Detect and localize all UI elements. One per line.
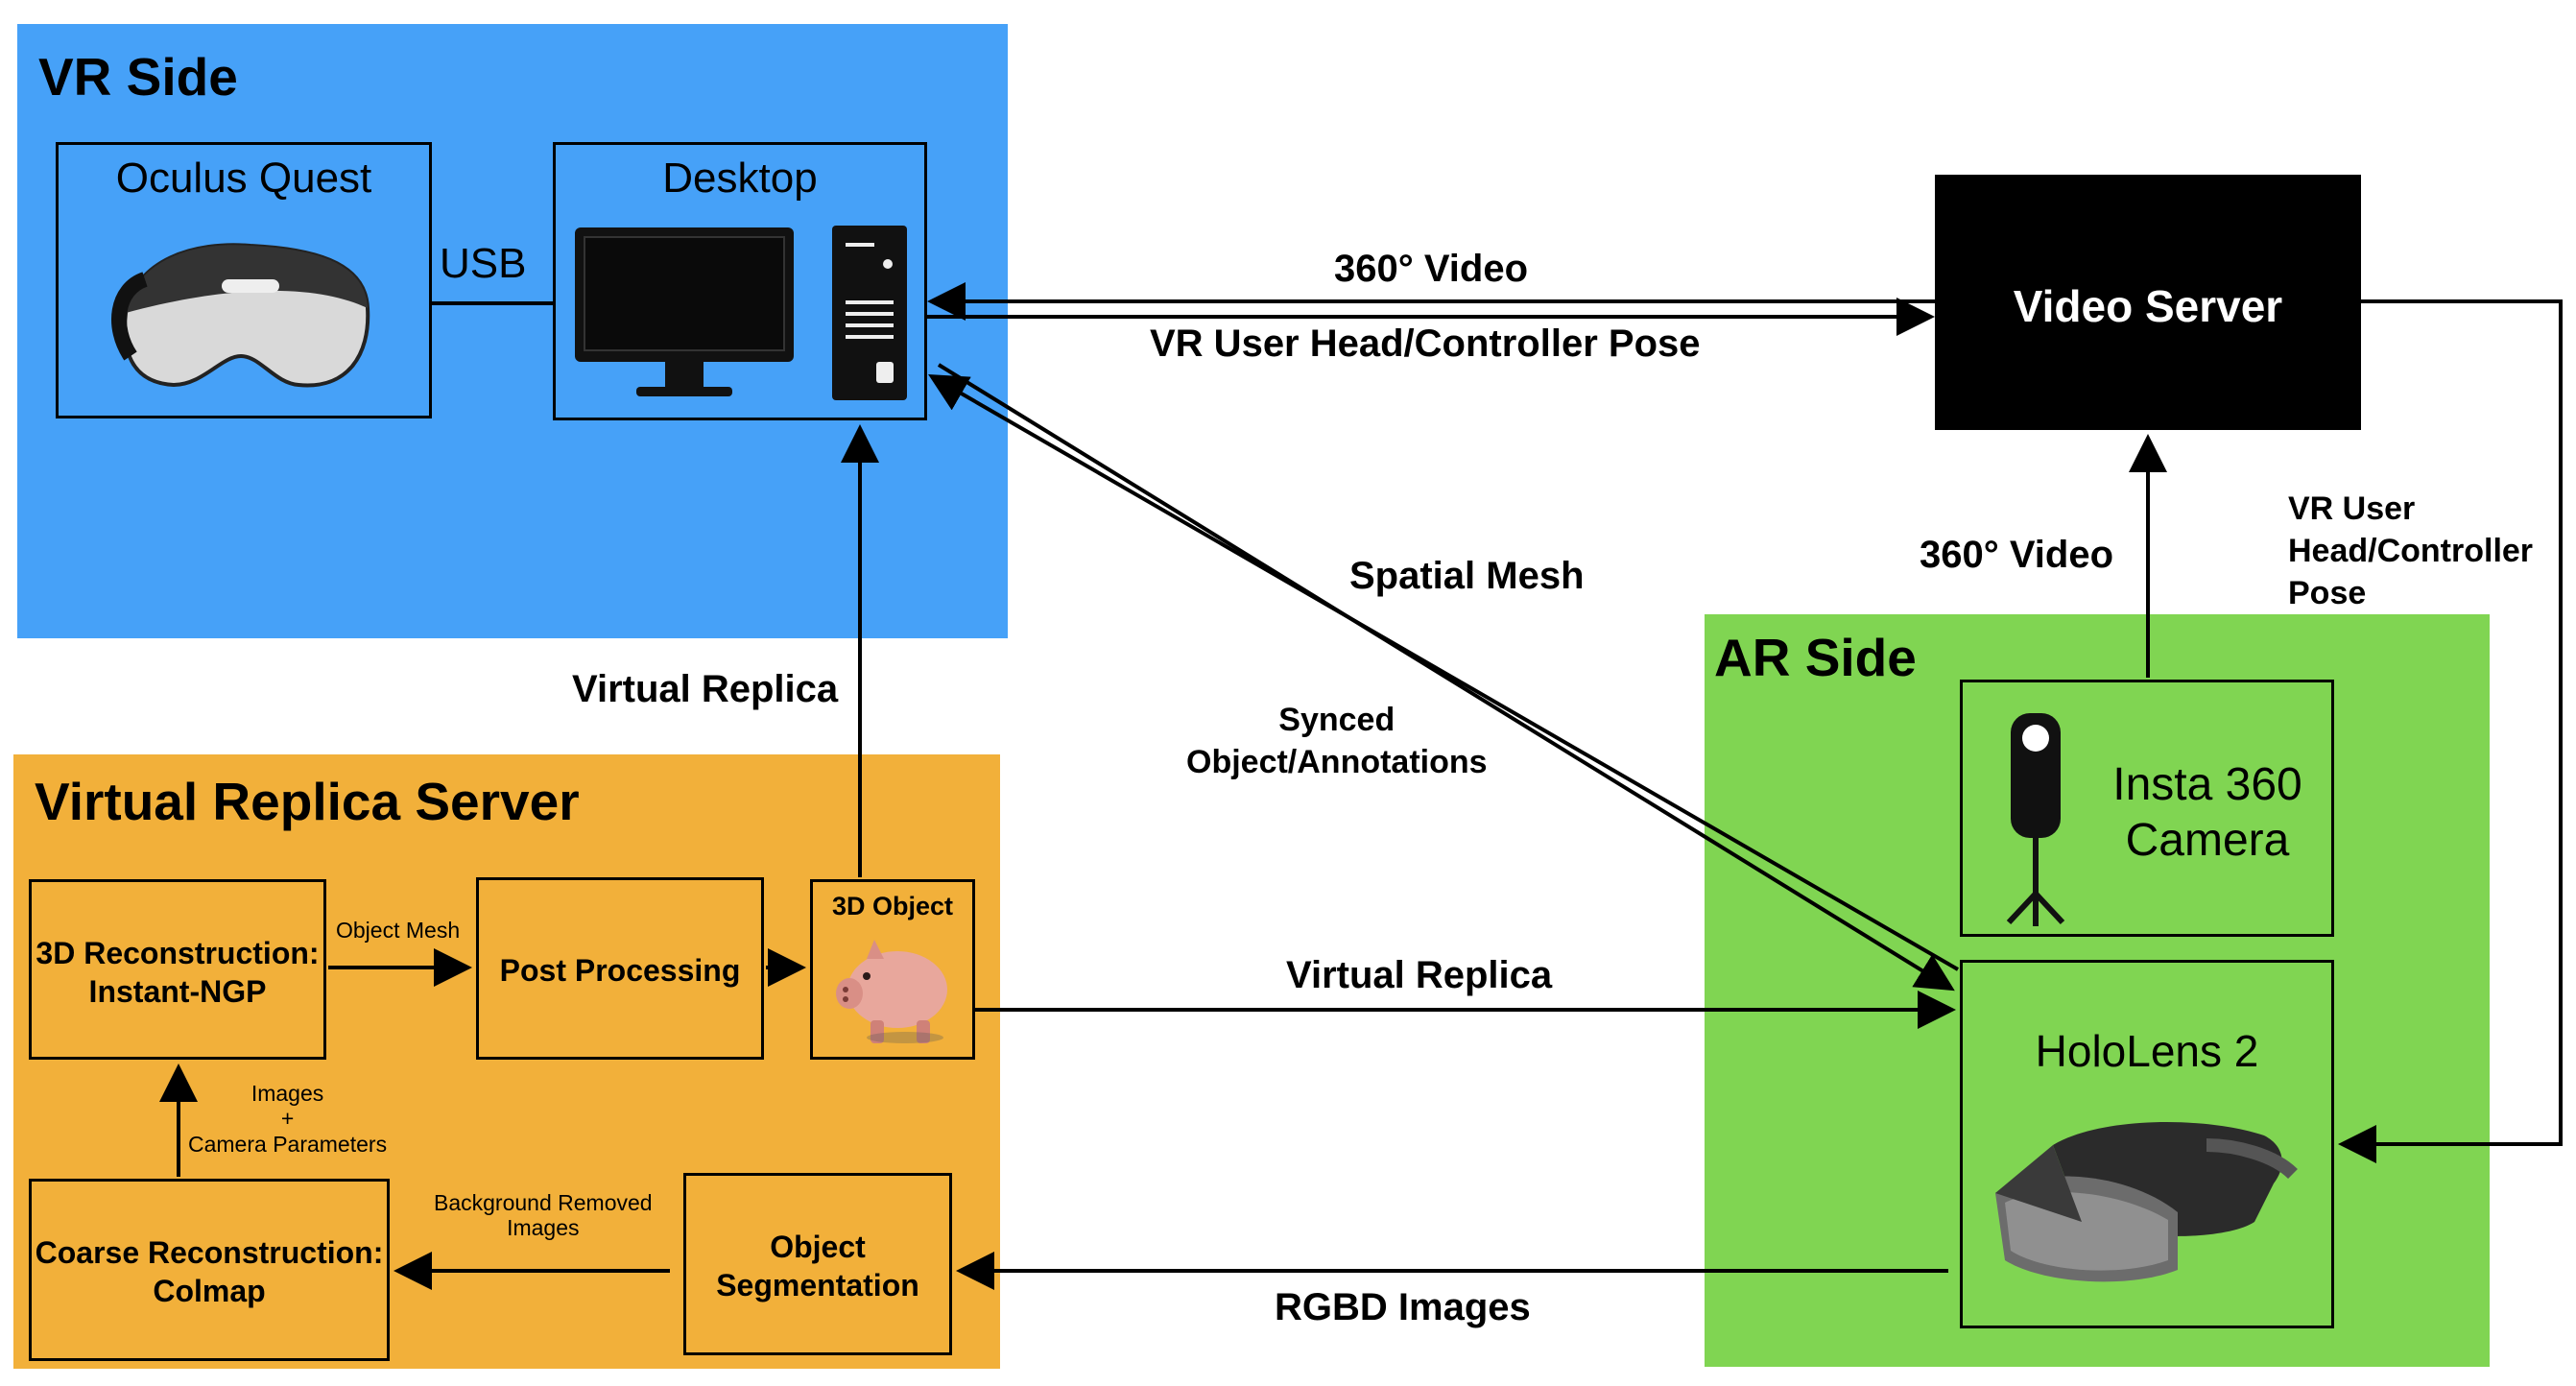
coarse-line2: Colmap [153, 1274, 266, 1308]
label-spatial-mesh: Spatial Mesh [1349, 555, 1585, 597]
images-line3: Camera Parameters [188, 1131, 388, 1157]
desktop-box: Desktop [553, 142, 927, 420]
vr-pose-line2: Head/Controller [2288, 533, 2534, 570]
pc-tower-icon [832, 226, 907, 400]
oculus-quest-box: Oculus Quest [56, 142, 432, 418]
insta360-label-line2: Camera [2125, 814, 2290, 866]
object3d-box: 3D Object [810, 879, 975, 1060]
synced-line1: Synced [1278, 702, 1395, 738]
coarse-line1: Coarse Reconstruction: [35, 1235, 384, 1270]
bg-line2: Images [507, 1215, 580, 1241]
label-rgbd-images: RGBD Images [1275, 1286, 1531, 1328]
video-server-box: Video Server [1935, 175, 2361, 430]
label-360-video-top: 360° Video [1334, 248, 1529, 290]
synced-line2: Object/Annotations [1186, 744, 1488, 781]
object-segmentation-label: Object Segmentation [686, 1228, 949, 1304]
bg-line1: Background Removed [434, 1190, 653, 1215]
label-synced-annotations: Synced Object/Annotations [1186, 699, 1488, 783]
arrow-video-to-hololens [2338, 299, 2563, 1163]
vr-pose-line1: VR User [2288, 490, 2416, 527]
seg-line1: Object [770, 1230, 866, 1264]
recon-instant-ngp-label: 3D Reconstruction: Instant-NGP [32, 934, 323, 1011]
label-virtual-replica-mid: Virtual Replica [1286, 954, 1553, 996]
hololens-icon [1995, 1122, 2298, 1282]
piggy-bank-icon [836, 940, 947, 1043]
insta360-box: Insta 360 Camera [1960, 680, 2334, 937]
desktop-label: Desktop [662, 155, 818, 202]
insta360-label: Insta 360 Camera [2087, 757, 2327, 868]
coarse-recon-label: Coarse Reconstruction: Colmap [32, 1233, 387, 1310]
hololens-label: HoloLens 2 [2035, 1026, 2259, 1076]
vr-pose-line3: Pose [2288, 575, 2367, 612]
arrow-hololens-to-desktop [928, 373, 1960, 971]
object-segmentation-box: Object Segmentation [683, 1173, 952, 1355]
hololens-box: HoloLens 2 [1960, 960, 2334, 1328]
label-vr-pose-right: VR User Head/Controller Pose [2288, 488, 2533, 615]
video-server-label: Video Server [2013, 281, 2283, 331]
post-processing-box: Post Processing [476, 877, 764, 1060]
vr-side-title: VR Side [38, 47, 238, 107]
monitor-icon [575, 227, 794, 396]
label-vr-pose-top: VR User Head/Controller Pose [1150, 323, 1701, 365]
object3d-label: 3D Object [831, 892, 954, 920]
label-360-video-right: 360° Video [1920, 534, 2114, 576]
insta360-label-line1: Insta 360 [2112, 759, 2302, 810]
recon-line1: 3D Reconstruction: [36, 936, 320, 970]
vrs-title: Virtual Replica Server [35, 772, 580, 831]
camera-360-icon [2006, 713, 2065, 926]
coarse-recon-box: Coarse Reconstruction: Colmap [29, 1179, 390, 1361]
usb-label: USB [440, 240, 527, 287]
recon-line2: Instant-NGP [88, 974, 267, 1009]
label-bg-removed-images: Background Removed Images [434, 1190, 653, 1241]
oculus-quest-label: Oculus Quest [115, 155, 372, 202]
vr-headset-icon [111, 243, 370, 388]
seg-line2: Segmentation [716, 1268, 919, 1302]
label-virtual-replica-up: Virtual Replica [572, 668, 839, 710]
ar-side-title: AR Side [1714, 628, 1917, 687]
post-processing-label: Post Processing [499, 953, 741, 988]
images-line1: Images [250, 1081, 324, 1106]
recon-instant-ngp-box: 3D Reconstruction: Instant-NGP [29, 879, 326, 1060]
arrow-desktop-to-hololens [937, 363, 1955, 992]
images-line2: + [280, 1106, 295, 1132]
label-object-mesh: Object Mesh [336, 918, 461, 943]
virtual-replica-server-region: Virtual Replica Server [13, 754, 1000, 1369]
label-images-camera-params: Images + Camera Parameters [188, 1081, 387, 1157]
